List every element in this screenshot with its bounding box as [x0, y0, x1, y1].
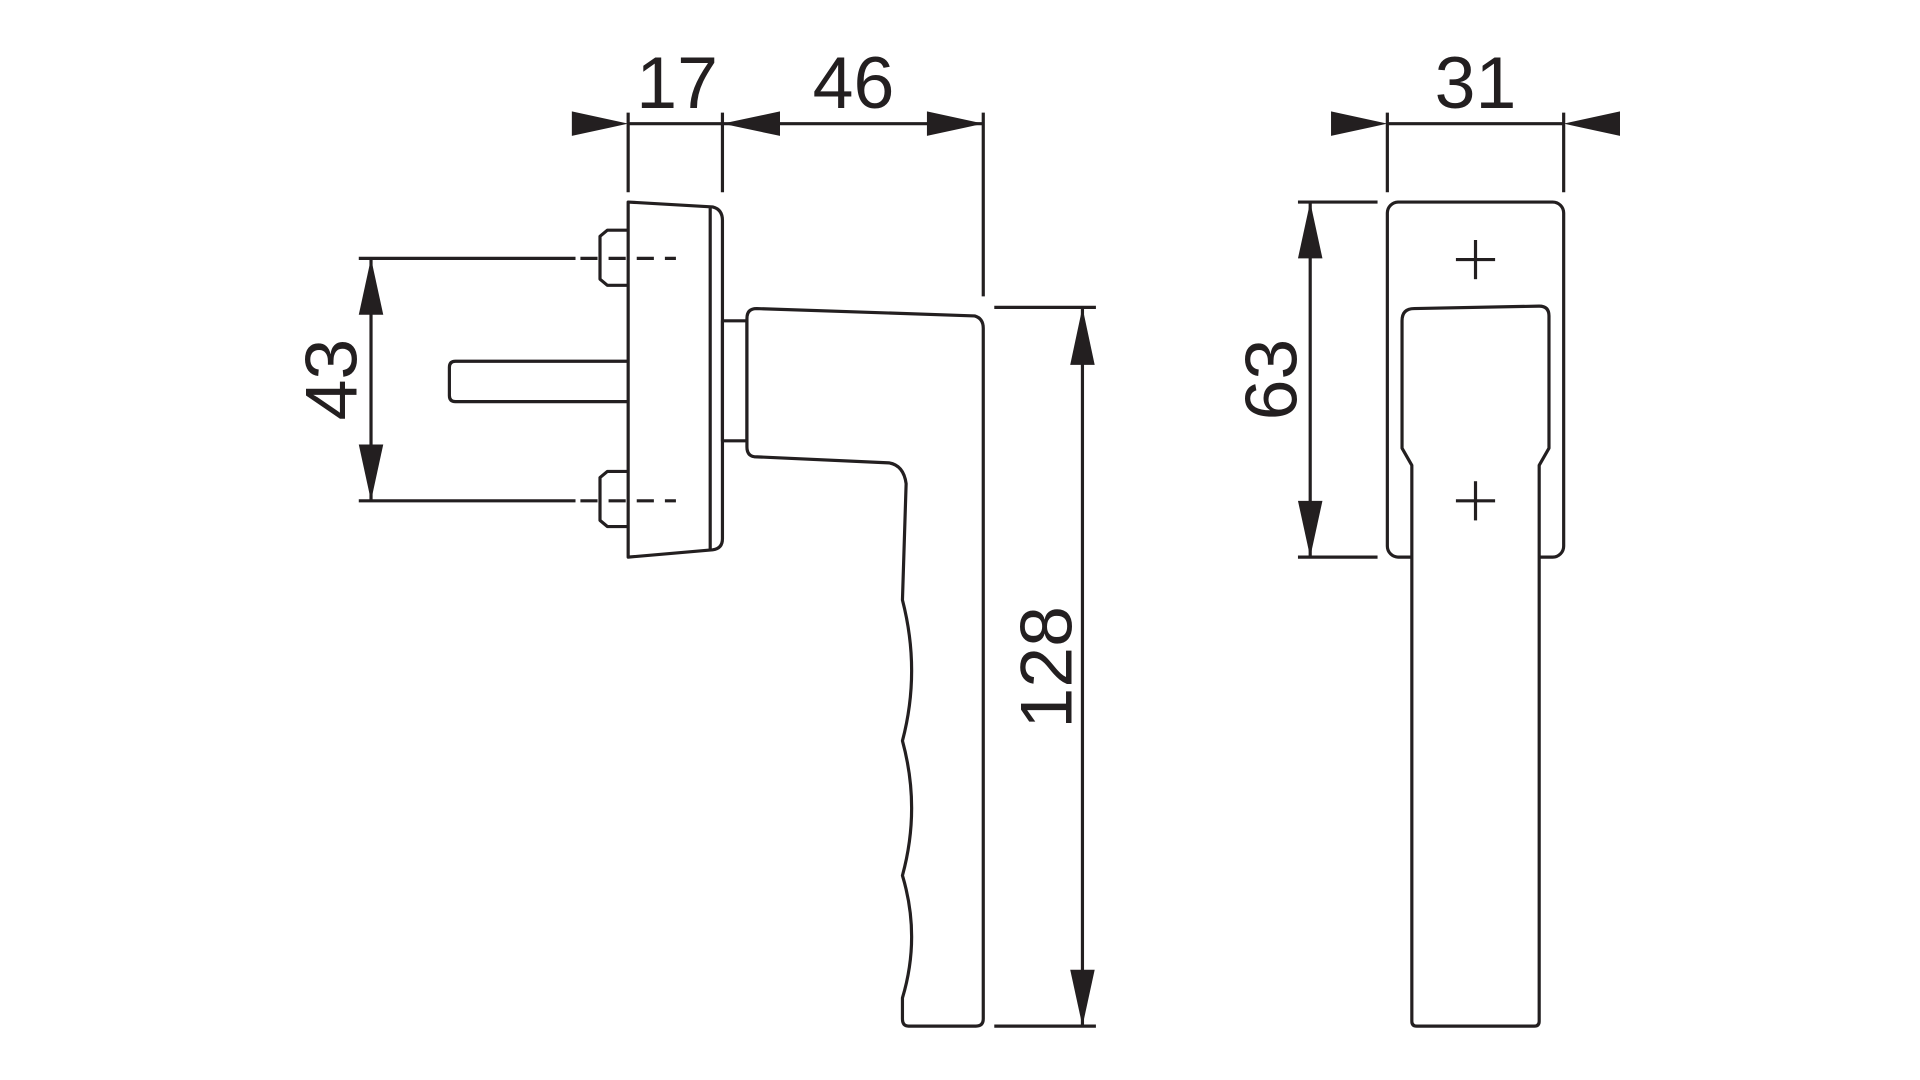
arrowhead: [1331, 111, 1388, 136]
arrowhead: [1297, 500, 1323, 558]
arrowhead: [926, 111, 984, 136]
arrowhead: [358, 258, 384, 315]
arrowhead: [1297, 202, 1323, 259]
screw-mark-top: [1455, 240, 1496, 280]
dimension-128: 128: [1004, 606, 1087, 729]
screw-bottom: [598, 469, 629, 529]
handle-side: [745, 306, 985, 1028]
arrowhead: [571, 111, 629, 136]
arrowhead: [1070, 969, 1095, 1027]
handle-front: [1400, 304, 1551, 1028]
dimension-43: 43: [289, 339, 372, 421]
rosette-side: [626, 200, 725, 559]
handle-neck: [720, 319, 749, 443]
arrowhead: [358, 444, 384, 501]
arrowhead: [1070, 307, 1095, 365]
dimension-46: 46: [813, 41, 895, 124]
side-view: 17 46 43 128: [289, 41, 1096, 1028]
dimension-63: 63: [1230, 339, 1313, 421]
front-view: 31 63: [1230, 41, 1620, 1028]
arrowhead: [722, 111, 780, 136]
dimension-17: 17: [636, 41, 718, 124]
dimension-31: 31: [1435, 41, 1517, 124]
spindle: [447, 359, 629, 404]
screw-mark-bottom: [1455, 481, 1496, 521]
arrowhead: [1563, 111, 1620, 136]
